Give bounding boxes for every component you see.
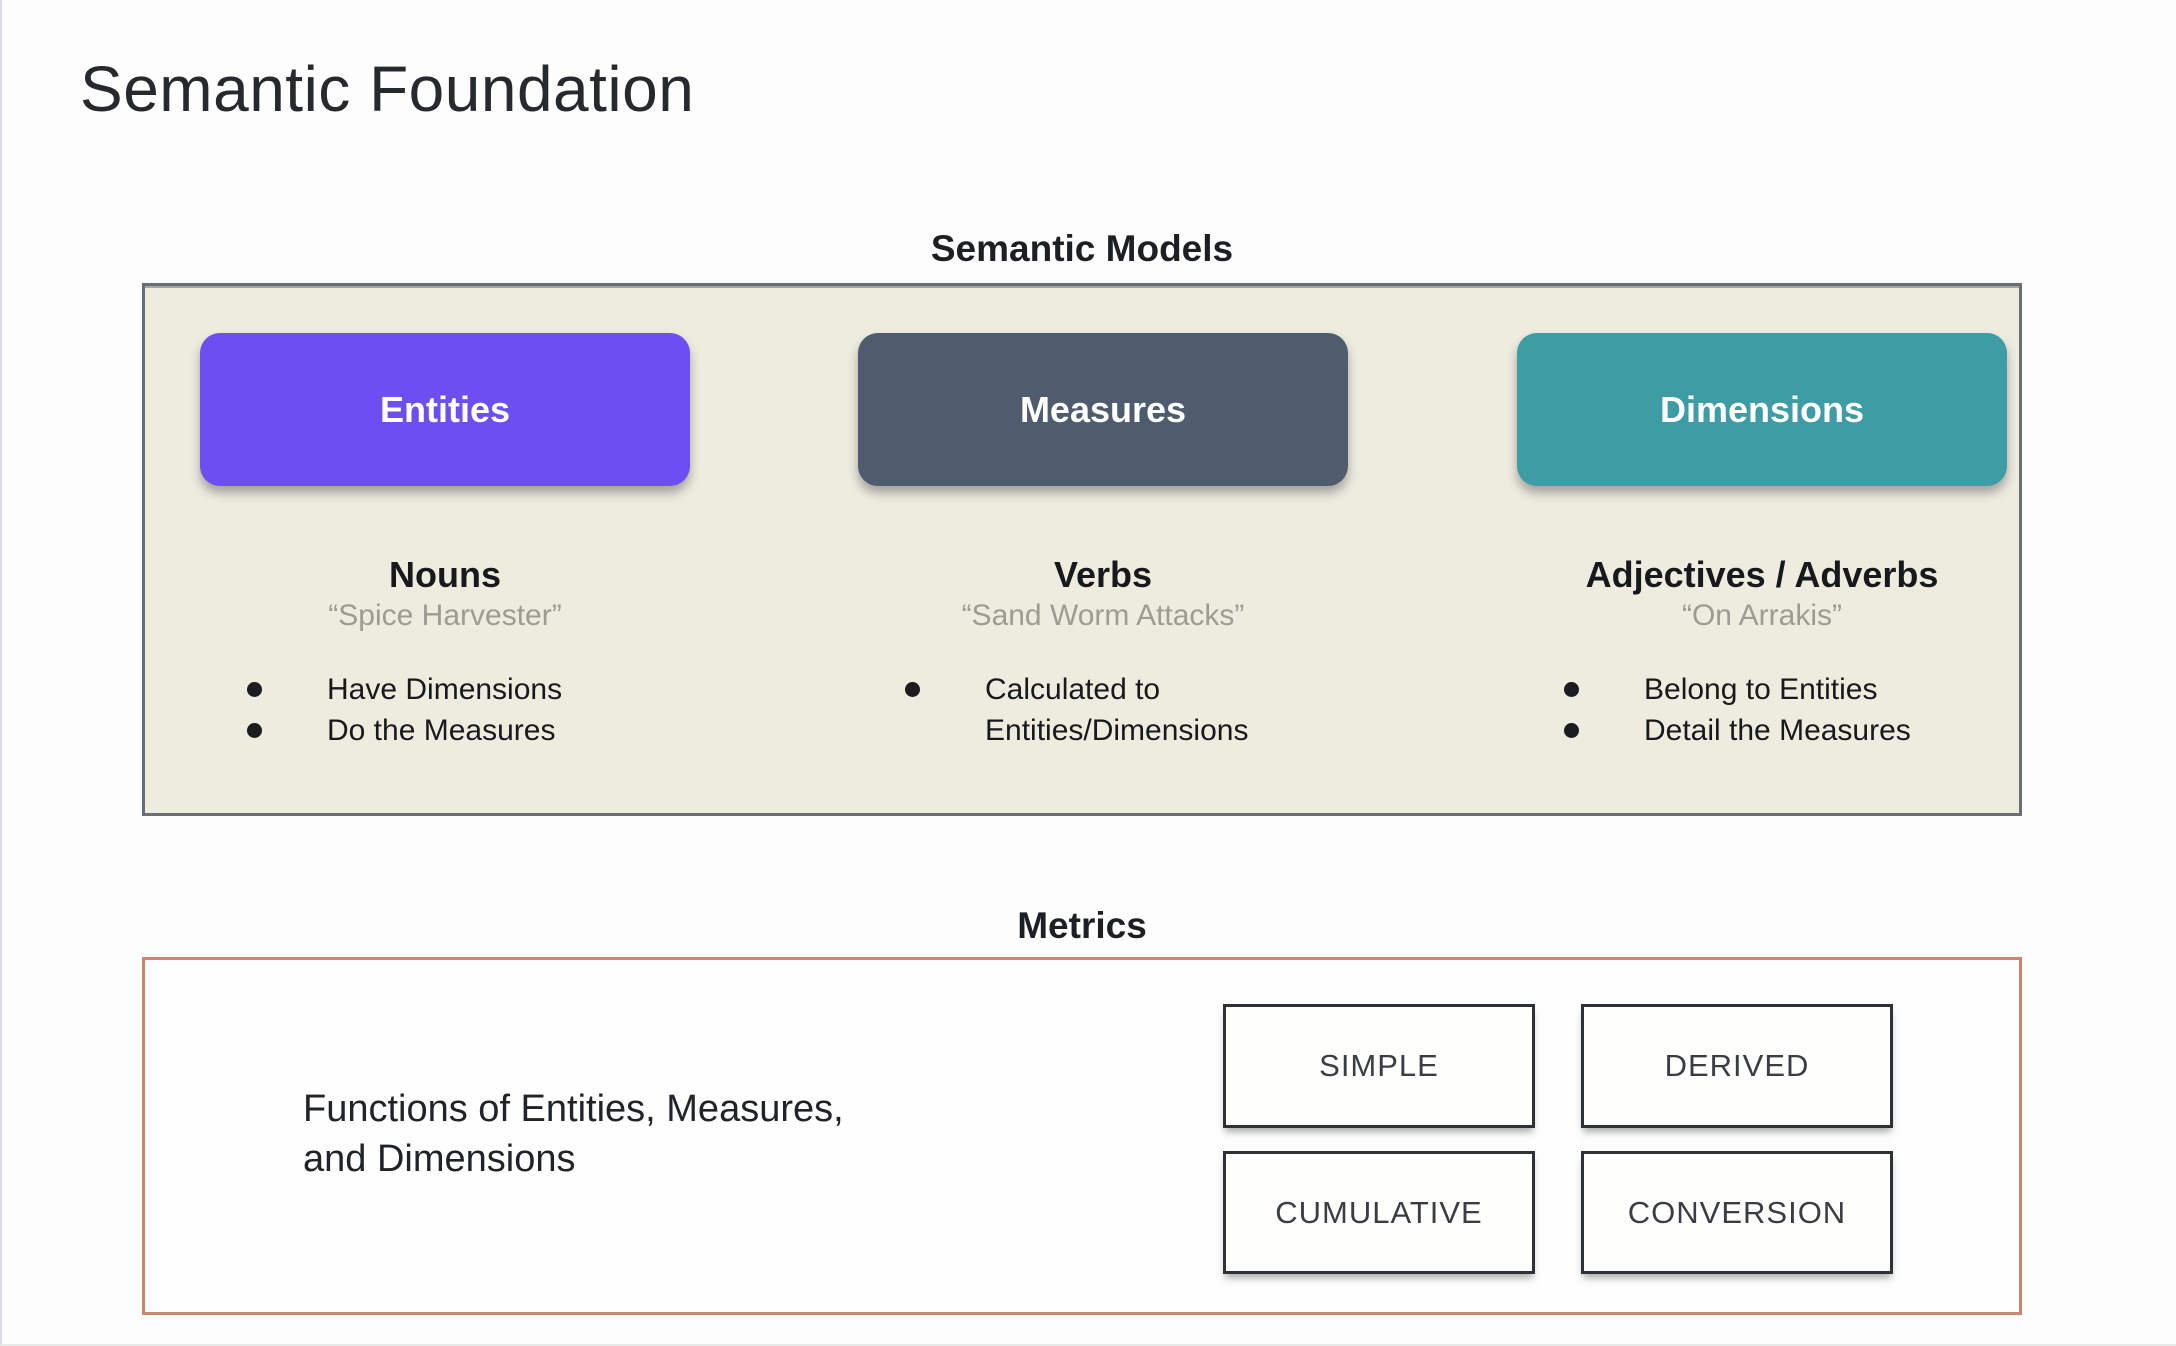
- bullet-item: Belong to Entities: [1564, 669, 1984, 710]
- measures-part-of-speech: Verbs: [1053, 554, 1153, 595]
- entities-pill: Entities: [200, 333, 690, 486]
- entities-example-quote: “Spice Harvester”: [328, 599, 562, 632]
- bullet-item: Calculated to Entities/Dimensions: [905, 669, 1265, 751]
- measures-column: Measures Verbs “Sand Worm Attacks” Calcu…: [823, 333, 1383, 751]
- bullet-item: Do the Measures: [247, 710, 667, 751]
- dimensions-column: Dimensions Adjectives / Adverbs “On Arra…: [1482, 333, 2042, 751]
- metrics-description: Functions of Entities, Measures, and Dim…: [303, 1084, 844, 1184]
- metrics-description-line: Functions of Entities, Measures,: [303, 1088, 844, 1130]
- dimensions-pill: Dimensions: [1517, 333, 2007, 486]
- entities-column: Entities Nouns “Spice Harvester” Have Di…: [165, 333, 725, 751]
- metrics-description-line: and Dimensions: [303, 1138, 576, 1180]
- slide-title: Semantic Foundation: [80, 53, 695, 125]
- bullet-item: Have Dimensions: [247, 669, 667, 710]
- entities-part-of-speech: Nouns: [389, 554, 501, 595]
- dimensions-bullet-list: Belong to Entities Detail the Measures: [1482, 669, 2042, 751]
- metrics-heading: Metrics: [1017, 905, 1147, 946]
- measures-bullet-list: Calculated to Entities/Dimensions: [823, 669, 1383, 751]
- bullet-item: Detail the Measures: [1564, 710, 1984, 751]
- metric-type-derived: DERIVED: [1581, 1004, 1893, 1128]
- entities-bullet-list: Have Dimensions Do the Measures: [165, 669, 725, 751]
- measures-pill: Measures: [858, 333, 1348, 486]
- measures-example-quote: “Sand Worm Attacks”: [961, 599, 1245, 632]
- metrics-panel: Functions of Entities, Measures, and Dim…: [142, 957, 2022, 1315]
- metric-type-conversion: CONVERSION: [1581, 1151, 1893, 1274]
- metric-type-cumulative: CUMULATIVE: [1223, 1151, 1535, 1274]
- dimensions-example-quote: “On Arrakis”: [1681, 599, 1843, 632]
- semantic-models-heading: Semantic Models: [930, 228, 1234, 269]
- semantic-models-panel: Entities Nouns “Spice Harvester” Have Di…: [142, 283, 2022, 816]
- metric-type-simple: SIMPLE: [1223, 1004, 1535, 1128]
- dimensions-part-of-speech: Adjectives / Adverbs: [1585, 554, 1939, 595]
